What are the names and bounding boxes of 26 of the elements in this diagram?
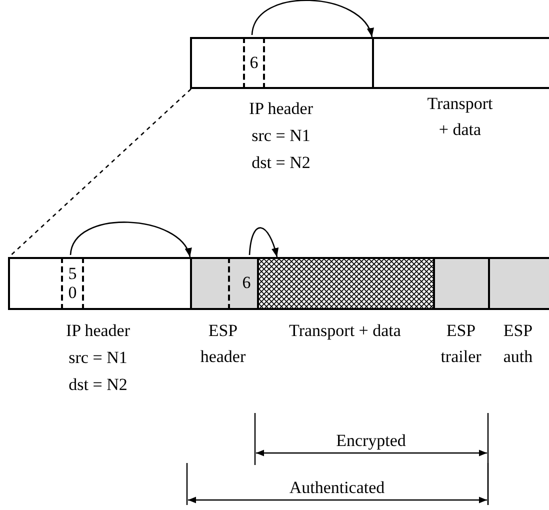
payload-box xyxy=(372,37,549,89)
part-label: src = N1 xyxy=(68,347,128,369)
header-box xyxy=(8,257,192,310)
shaded-box xyxy=(190,257,259,310)
header-box xyxy=(190,37,374,89)
curved-arrow xyxy=(70,222,191,258)
part-label: IP header xyxy=(248,98,314,120)
part-label: dst = N2 xyxy=(250,152,312,174)
shaded-box xyxy=(433,257,490,310)
span-label: Authenticated xyxy=(289,477,385,499)
part-label: dst = N2 xyxy=(68,374,128,396)
part-label: IP header xyxy=(64,320,132,342)
span-label: Encrypted xyxy=(336,430,406,452)
curved-arrow xyxy=(248,227,278,258)
hatched-box xyxy=(257,257,435,310)
curved-arrow xyxy=(251,0,373,38)
part-label: ESP header xyxy=(199,320,247,368)
protocol-field: 6 xyxy=(243,37,265,89)
part-label: src = N1 xyxy=(250,125,312,147)
part-label: Transport + data xyxy=(426,93,494,141)
zoom-line xyxy=(8,88,192,258)
part-label: ESP trailer xyxy=(440,320,482,368)
protocol-field: 50 xyxy=(61,257,84,310)
part-label: Transport + data xyxy=(288,320,402,342)
part-label: ESP auth xyxy=(502,320,534,368)
shaded-box xyxy=(488,257,549,310)
